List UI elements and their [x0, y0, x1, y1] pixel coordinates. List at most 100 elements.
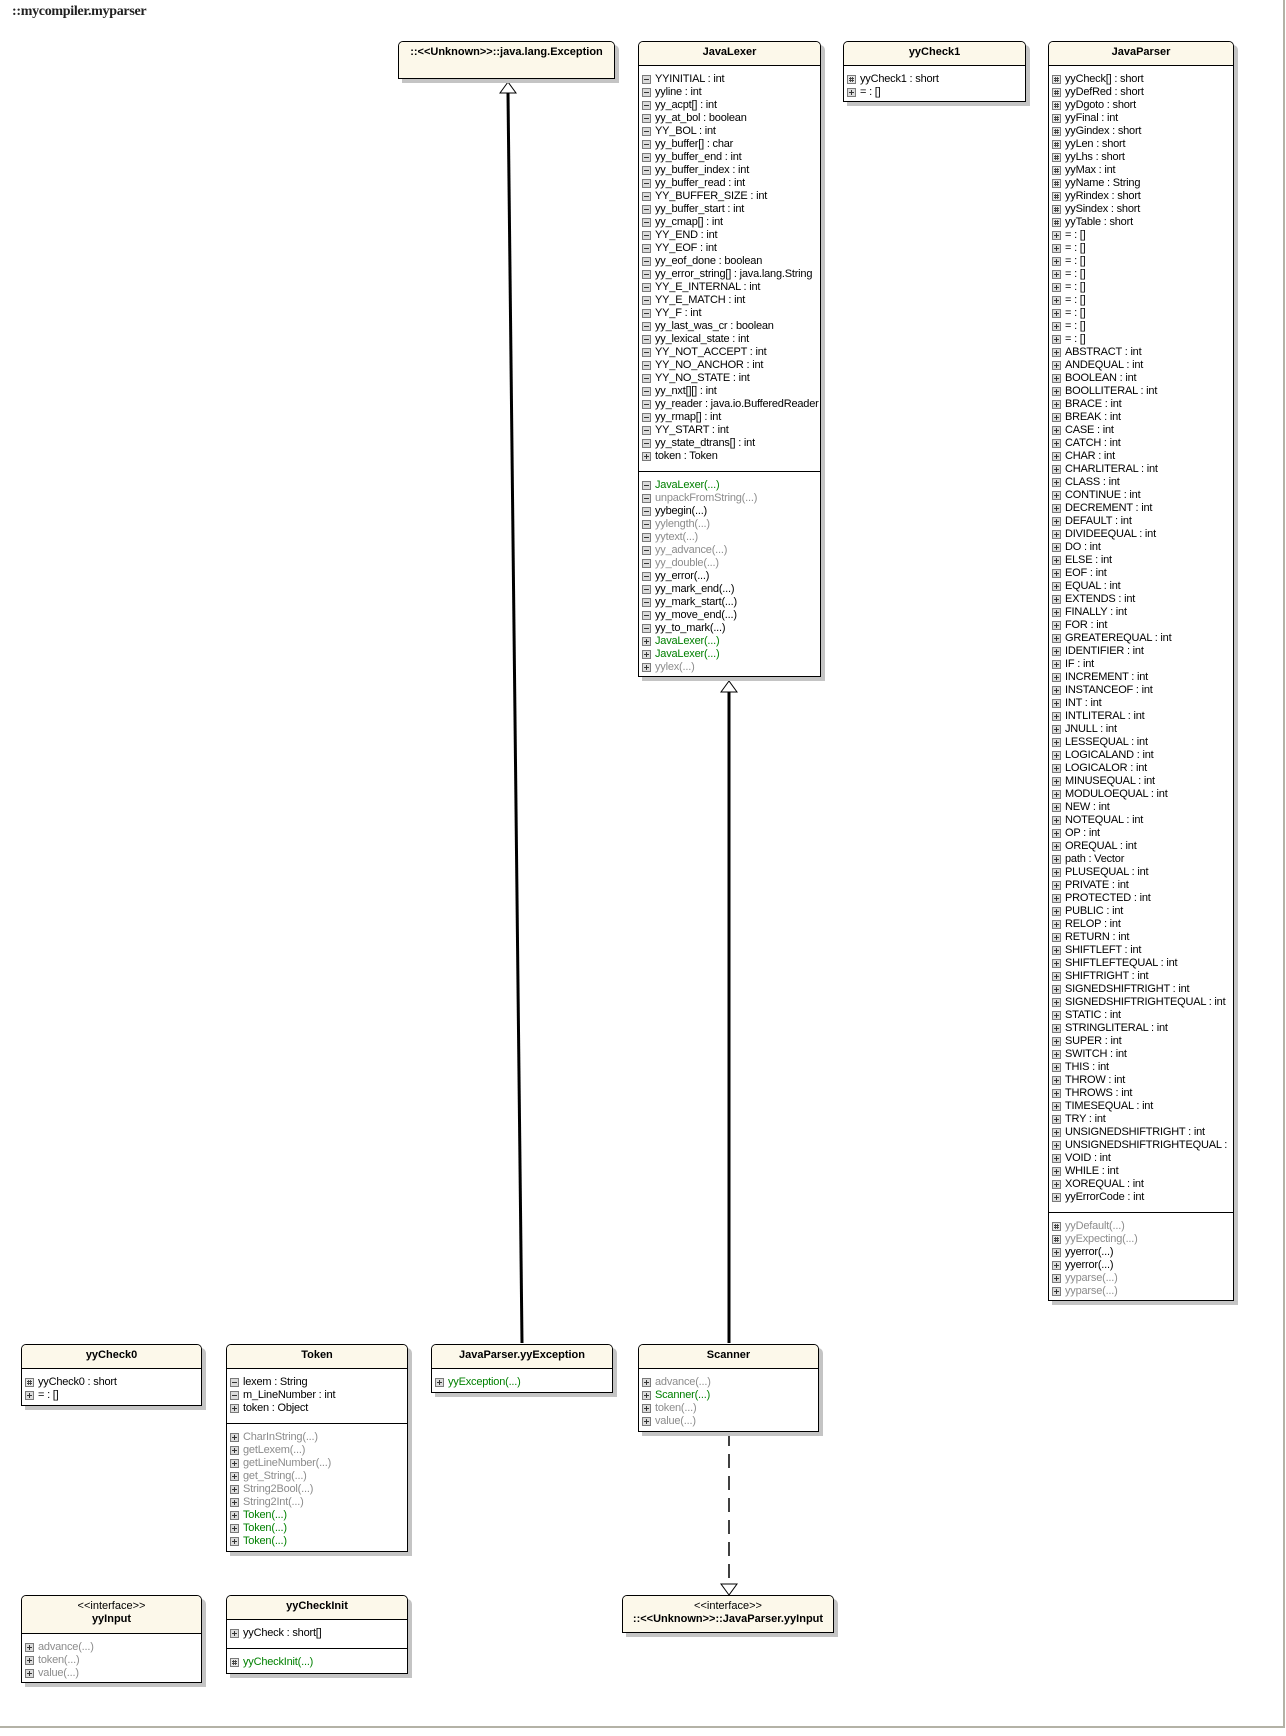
attribute-row[interactable]: BOOLLITERAL : int: [1052, 385, 1233, 398]
attribute-row[interactable]: yy_last_was_cr : boolean: [642, 320, 820, 333]
attribute-row[interactable]: YY_NOT_ACCEPT : int: [642, 346, 820, 359]
attribute-row[interactable]: = : []: [1052, 333, 1233, 346]
attribute-row[interactable]: yy_buffer_end : int: [642, 151, 820, 164]
attribute-row[interactable]: INTLITERAL : int: [1052, 710, 1233, 723]
attribute-row[interactable]: PRIVATE : int: [1052, 879, 1233, 892]
attribute-row[interactable]: VOID : int: [1052, 1152, 1233, 1165]
attribute-row[interactable]: SHIFTLEFT : int: [1052, 944, 1233, 957]
attribute-row[interactable]: CHAR : int: [1052, 450, 1233, 463]
class-java-lang-exception[interactable]: ::<<Unknown>>::java.lang.Exception: [398, 41, 615, 79]
attribute-row[interactable]: ANDEQUAL : int: [1052, 359, 1233, 372]
attribute-row[interactable]: = : []: [847, 86, 1025, 99]
attribute-row[interactable]: path : Vector: [1052, 853, 1233, 866]
attribute-row[interactable]: = : []: [1052, 242, 1233, 255]
attribute-row[interactable]: JNULL : int: [1052, 723, 1233, 736]
attribute-row[interactable]: OREQUAL : int: [1052, 840, 1233, 853]
attribute-row[interactable]: NEW : int: [1052, 801, 1233, 814]
attribute-row[interactable]: RELOP : int: [1052, 918, 1233, 931]
attribute-row[interactable]: SIGNEDSHIFTRIGHTEQUAL : int: [1052, 996, 1233, 1009]
attribute-row[interactable]: yySindex : short: [1052, 203, 1233, 216]
attribute-row[interactable]: DEFAULT : int: [1052, 515, 1233, 528]
attribute-row[interactable]: = : []: [1052, 281, 1233, 294]
attribute-row[interactable]: yy_nxt[][] : int: [642, 385, 820, 398]
attribute-row[interactable]: IDENTIFIER : int: [1052, 645, 1233, 658]
attribute-row[interactable]: YY_E_MATCH : int: [642, 294, 820, 307]
operation-row[interactable]: JavaLexer(...): [642, 635, 820, 648]
operation-row[interactable]: yyerror(...): [1052, 1259, 1233, 1272]
attribute-row[interactable]: yyCheck : short[]: [230, 1627, 407, 1640]
attribute-row[interactable]: YY_END : int: [642, 229, 820, 242]
attribute-row[interactable]: THROWS : int: [1052, 1087, 1233, 1100]
attribute-row[interactable]: yyLhs : short: [1052, 151, 1233, 164]
attribute-row[interactable]: STRINGLITERAL : int: [1052, 1022, 1233, 1035]
attribute-row[interactable]: DO : int: [1052, 541, 1233, 554]
attribute-row[interactable]: yyLen : short: [1052, 138, 1233, 151]
attribute-row[interactable]: THROW : int: [1052, 1074, 1233, 1087]
attribute-row[interactable]: LOGICALAND : int: [1052, 749, 1233, 762]
attribute-row[interactable]: YY_E_INTERNAL : int: [642, 281, 820, 294]
attribute-row[interactable]: yy_buffer_start : int: [642, 203, 820, 216]
attribute-row[interactable]: LOGICALOR : int: [1052, 762, 1233, 775]
attribute-row[interactable]: INCREMENT : int: [1052, 671, 1233, 684]
attribute-row[interactable]: yyErrorCode : int: [1052, 1191, 1233, 1204]
attribute-row[interactable]: yy_buffer[] : char: [642, 138, 820, 151]
attribute-row[interactable]: UNSIGNEDSHIFTRIGHT : int: [1052, 1126, 1233, 1139]
attribute-row[interactable]: yy_lexical_state : int: [642, 333, 820, 346]
attribute-row[interactable]: CLASS : int: [1052, 476, 1233, 489]
attribute-row[interactable]: YY_NO_ANCHOR : int: [642, 359, 820, 372]
attribute-row[interactable]: yy_buffer_index : int: [642, 164, 820, 177]
operation-row[interactable]: get_String(...): [230, 1470, 407, 1483]
operation-row[interactable]: String2Int(...): [230, 1496, 407, 1509]
operation-row[interactable]: yyDefault(...): [1052, 1220, 1233, 1233]
attribute-row[interactable]: XOREQUAL : int: [1052, 1178, 1233, 1191]
operation-row[interactable]: JavaLexer(...): [642, 648, 820, 661]
attribute-row[interactable]: SHIFTLEFTEQUAL : int: [1052, 957, 1233, 970]
attribute-row[interactable]: PLUSEQUAL : int: [1052, 866, 1233, 879]
operation-row[interactable]: yyExpecting(...): [1052, 1233, 1233, 1246]
attribute-row[interactable]: = : []: [1052, 307, 1233, 320]
operation-row[interactable]: String2Bool(...): [230, 1483, 407, 1496]
attribute-row[interactable]: = : []: [1052, 229, 1233, 242]
generalization-scanner-to-javalexer[interactable]: [720, 680, 738, 1343]
attribute-row[interactable]: MODULOEQUAL : int: [1052, 788, 1233, 801]
attribute-row[interactable]: yyCheck[] : short: [1052, 73, 1233, 86]
attribute-row[interactable]: YY_EOF : int: [642, 242, 820, 255]
attribute-row[interactable]: OP : int: [1052, 827, 1233, 840]
attribute-row[interactable]: yyMax : int: [1052, 164, 1233, 177]
operation-row[interactable]: yyparse(...): [1052, 1272, 1233, 1285]
attribute-row[interactable]: CONTINUE : int: [1052, 489, 1233, 502]
operation-row[interactable]: yyCheckInit(...): [230, 1656, 407, 1669]
attribute-row[interactable]: = : []: [1052, 268, 1233, 281]
attribute-row[interactable]: PUBLIC : int: [1052, 905, 1233, 918]
attribute-row[interactable]: yyCheck1 : short: [847, 73, 1025, 86]
operation-row[interactable]: token(...): [25, 1654, 201, 1667]
attribute-row[interactable]: SHIFTRIGHT : int: [1052, 970, 1233, 983]
attribute-row[interactable]: SUPER : int: [1052, 1035, 1233, 1048]
attribute-row[interactable]: INT : int: [1052, 697, 1233, 710]
attribute-row[interactable]: SIGNEDSHIFTRIGHT : int: [1052, 983, 1233, 996]
attribute-row[interactable]: WHILE : int: [1052, 1165, 1233, 1178]
attribute-row[interactable]: yyGindex : short: [1052, 125, 1233, 138]
attribute-row[interactable]: yyDefRed : short: [1052, 86, 1233, 99]
operation-row[interactable]: getLineNumber(...): [230, 1457, 407, 1470]
operation-row[interactable]: yytext(...): [642, 531, 820, 544]
attribute-row[interactable]: token : Object: [230, 1402, 407, 1415]
operation-row[interactable]: yyerror(...): [1052, 1246, 1233, 1259]
operation-row[interactable]: advance(...): [25, 1641, 201, 1654]
attribute-row[interactable]: DIVIDEEQUAL : int: [1052, 528, 1233, 541]
attribute-row[interactable]: yyline : int: [642, 86, 820, 99]
attribute-row[interactable]: INSTANCEOF : int: [1052, 684, 1233, 697]
operation-row[interactable]: yy_advance(...): [642, 544, 820, 557]
operation-row[interactable]: advance(...): [642, 1376, 818, 1389]
attribute-row[interactable]: DECREMENT : int: [1052, 502, 1233, 515]
attribute-row[interactable]: token : Token: [642, 450, 820, 463]
operation-row[interactable]: token(...): [642, 1402, 818, 1415]
attribute-row[interactable]: BOOLEAN : int: [1052, 372, 1233, 385]
attribute-row[interactable]: m_LineNumber : int: [230, 1389, 407, 1402]
